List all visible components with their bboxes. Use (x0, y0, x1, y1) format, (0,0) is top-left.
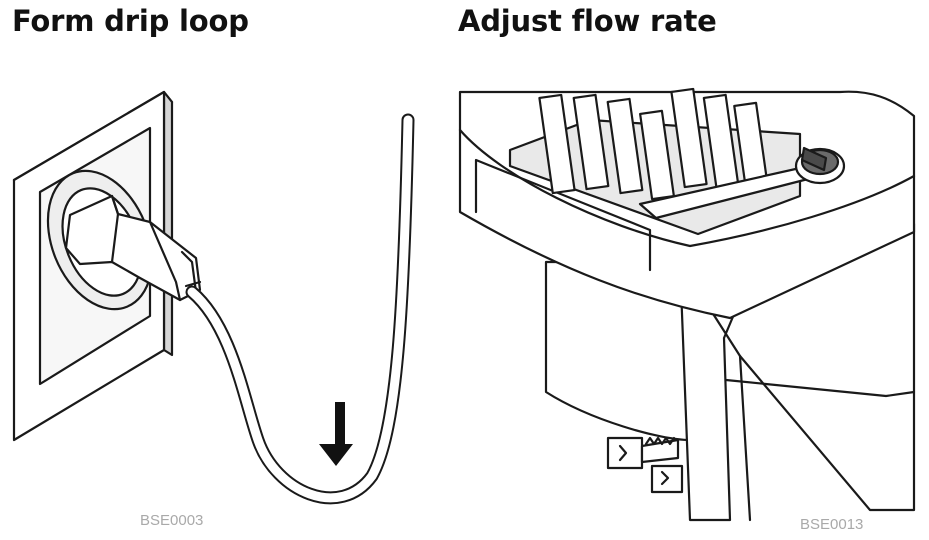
appliance-body (544, 222, 916, 522)
flow-knob-icon (794, 146, 846, 185)
panel-title: Adjust flow rate (458, 4, 717, 38)
figure-code: BSE0003 (140, 512, 204, 529)
figure-code: BSE0013 (800, 516, 864, 533)
panel-drip-loop: Form drip loop BSE0003 (0, 0, 430, 540)
panel-title: Form drip loop (12, 4, 249, 38)
power-cable (185, 113, 415, 505)
drip-loop-illustration (12, 90, 415, 505)
dispenser-lever (606, 436, 684, 494)
cartridge-compartment (508, 87, 814, 236)
flow-rate-illustration (458, 87, 916, 522)
panel-flow-rate: Adjust flow rate (440, 0, 929, 540)
down-arrow-icon (319, 402, 353, 466)
